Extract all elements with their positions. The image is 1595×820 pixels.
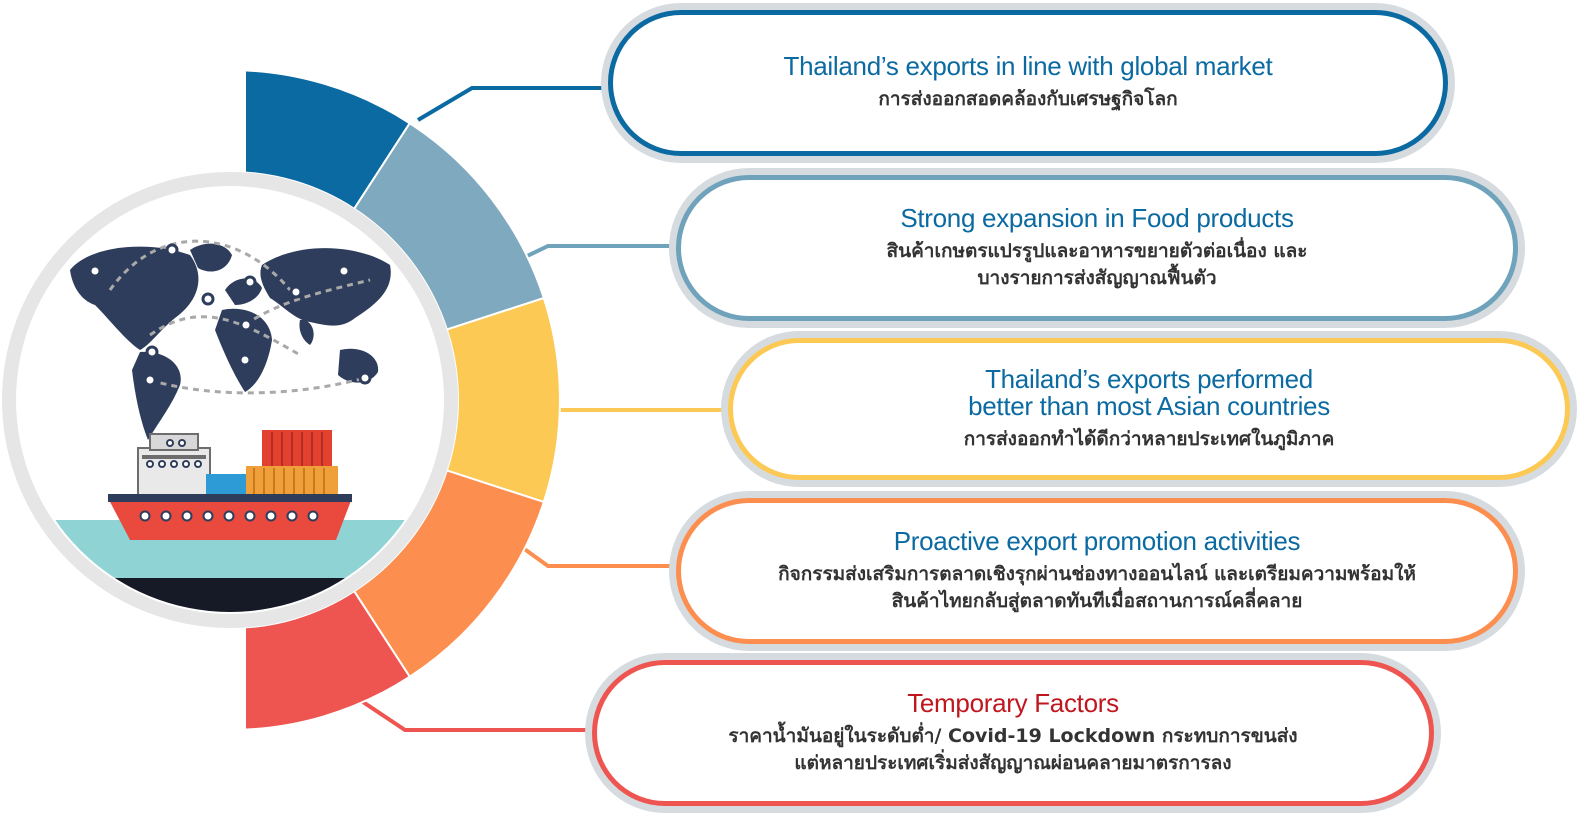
porthole — [286, 510, 298, 522]
location-pin-icon — [143, 373, 157, 387]
location-pin-icon — [145, 345, 159, 359]
pill-description: ราคาน้ำมันอยู่ในระดับต่ำ/ Covid-19 Lockd… — [698, 723, 1327, 777]
location-pin-icon — [88, 264, 102, 278]
pill-title: Thailand’s exports in line with global m… — [784, 53, 1273, 80]
porthole — [139, 510, 151, 522]
connector-line-5 — [358, 698, 596, 732]
location-pin-icon — [201, 292, 215, 306]
location-pin-icon — [238, 353, 252, 367]
pill-title-line: Temporary Factors — [907, 687, 1119, 718]
info-pill-5: Temporary Factors ราคาน้ำมันอยู่ในระดับต่… — [592, 660, 1434, 806]
location-pin-icon — [239, 318, 253, 332]
cargo-ship-icon — [108, 430, 352, 540]
porthole — [265, 510, 277, 522]
info-pill-4: Proactive export promotion activities กิจ… — [676, 498, 1518, 644]
pill-description-line: การส่งออกทำได้ดีกว่าหลายประเทศในภูมิภาค — [963, 427, 1335, 450]
pill-title: Proactive export promotion activities — [893, 525, 1301, 556]
pill-description-line: ราคาน้ำมันอยู่ในระดับต่ำ/ Covid-19 Lockd… — [728, 724, 1298, 747]
location-pin-icon — [165, 243, 179, 257]
porthole — [202, 510, 214, 522]
connector-lines — [358, 86, 732, 732]
pill-title-line: better than most Asian countries — [968, 390, 1330, 421]
porthole — [223, 510, 235, 522]
connector-line-4 — [521, 546, 680, 568]
pill-description: สินค้าเกษตรแปรรูปและอาหารขยายตัวต่อเนื่อ… — [857, 238, 1338, 292]
pill-title: Strong expansion in Food products — [900, 202, 1294, 233]
location-pin-icon — [243, 275, 257, 289]
pill-title-line: Strong expansion in Food products — [900, 202, 1294, 233]
ship-illustration — [18, 239, 442, 612]
pill-description-line: แต่หลายประเทศเริ่มส่งสัญญาณผ่อนคลายมาตรก… — [794, 751, 1232, 774]
pill-title-line: Proactive export promotion activities — [893, 525, 1301, 556]
pill-title-line: Thailand’s exports performed — [985, 363, 1313, 394]
pill-description-line: บางรายการส่งสัญญาณฟื้นตัว — [977, 266, 1217, 289]
pill-description: การส่งออกสอดคล้องกับเศรษฐกิจโลก — [848, 86, 1207, 113]
pill-description-line: สินค้าเกษตรแปรรูปและอาหารขยายตัวต่อเนื่อ… — [886, 239, 1308, 262]
info-pill-2: Strong expansion in Food products สินค้าเ… — [676, 175, 1518, 321]
location-pin-icon — [358, 371, 372, 385]
pill-description: การส่งออกทำได้ดีกว่าหลายประเทศในภูมิภาค — [934, 426, 1365, 453]
connector-line-1 — [416, 86, 612, 122]
location-pin-icon — [289, 285, 303, 299]
pill-description-line: สินค้าไทยกลับสู่ตลาดทันทีเมื่อสถานการณ์ค… — [891, 589, 1303, 612]
porthole — [244, 510, 256, 522]
pill-description: กิจกรรมส่งเสริมการตลาดเชิงรุกผ่านช่องทาง… — [748, 561, 1446, 615]
info-pill-1: Thailand’s exports in line with global m… — [608, 10, 1448, 156]
location-pin-icon — [337, 264, 351, 278]
connector-line-2 — [522, 244, 680, 260]
porthole — [307, 510, 319, 522]
route-lines — [108, 239, 371, 395]
donut-segment-3 — [445, 296, 562, 504]
pill-description-line: กิจกรรมส่งเสริมการตลาดเชิงรุกผ่านช่องทาง… — [778, 562, 1416, 585]
porthole — [160, 510, 172, 522]
pill-title: Temporary Factors — [907, 687, 1119, 718]
pill-description-line: การส่งออกสอดคล้องกับเศรษฐกิจโลก — [878, 88, 1178, 110]
location-pins — [88, 243, 372, 387]
pill-title-line: Thailand’s exports in line with global m… — [783, 51, 1273, 81]
world-map-icon — [70, 243, 391, 440]
porthole — [181, 510, 193, 522]
